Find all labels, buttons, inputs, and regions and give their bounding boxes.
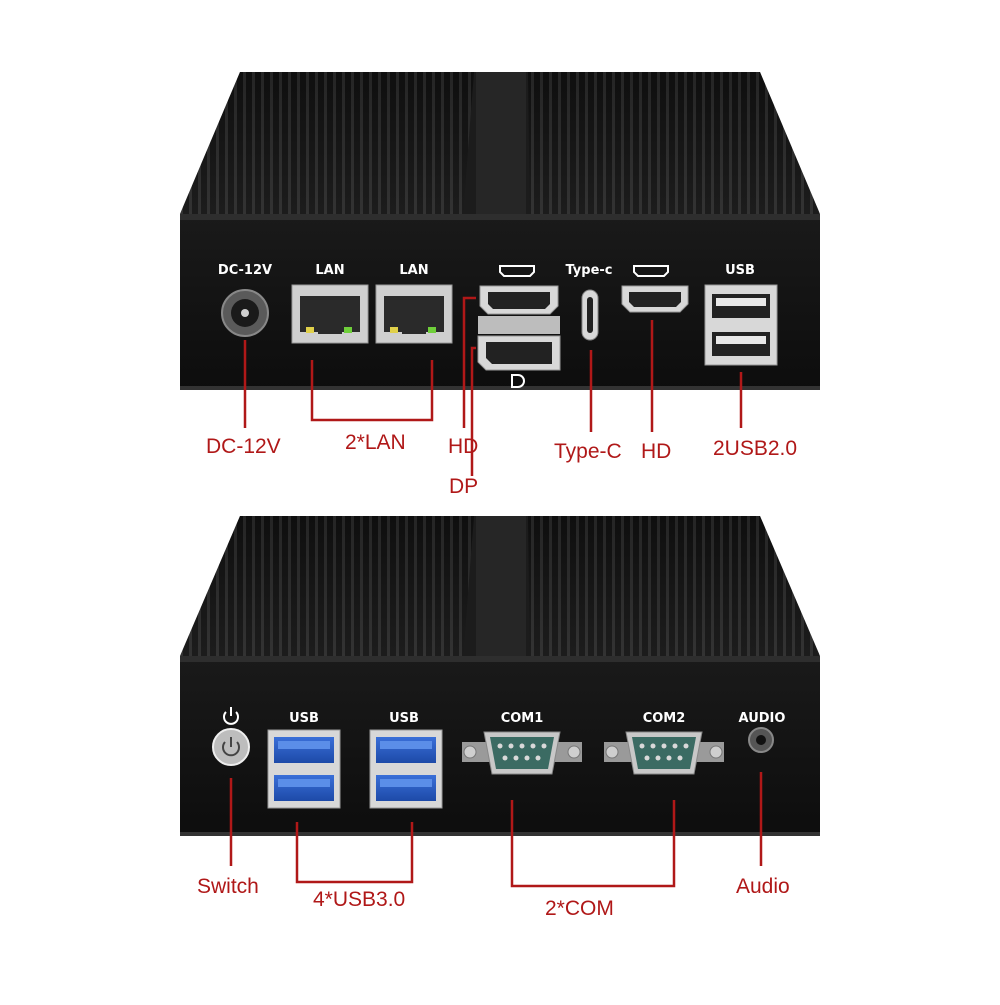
callout-2usb2: 2USB2.0 <box>713 437 798 460</box>
usb3-port-stack <box>369 729 443 809</box>
displayport-icon <box>511 374 525 388</box>
bottom-callout-lines <box>229 772 763 888</box>
callout-hd-1: HD <box>448 435 479 458</box>
hdmi-port <box>621 285 689 313</box>
power-icon <box>223 707 239 725</box>
panel-label-usb-1: USB <box>289 711 319 726</box>
dc-power-jack <box>221 289 269 337</box>
hdmi-icon <box>633 265 669 277</box>
panel-label-lan-2: LAN <box>399 263 428 278</box>
callout-2-lan: 2*LAN <box>345 431 406 454</box>
typec-port <box>581 289 599 341</box>
hdmi-port <box>479 285 559 315</box>
callout-hd-2: HD <box>641 440 672 463</box>
panel-label-typec: Type-c <box>565 263 612 278</box>
panel-label-usb-2: USB <box>389 711 419 726</box>
top-mini-pc: DC-12V LAN LAN Type-c USB <box>180 72 820 476</box>
callout-dc-12v: DC-12V <box>206 435 281 458</box>
usb3-port-stack <box>267 729 341 809</box>
displayport-port <box>477 335 561 371</box>
callout-switch: Switch <box>197 875 259 898</box>
usb2-port-stack <box>704 284 778 366</box>
audio-jack <box>748 727 774 753</box>
power-button <box>212 728 250 766</box>
com-port <box>462 731 582 775</box>
bottom-mini-pc: USB USB COM1 COM2 AUDIO <box>180 516 820 888</box>
hdmi-icon <box>499 265 535 277</box>
callout-4-usb3: 4*USB3.0 <box>313 888 406 911</box>
top-callout-lines <box>243 296 743 476</box>
lan-port <box>291 284 369 344</box>
panel-label-audio: AUDIO <box>739 711 786 726</box>
panel-label-com1: COM1 <box>501 711 544 726</box>
callout-audio: Audio <box>736 875 790 898</box>
panel-label-com2: COM2 <box>643 711 686 726</box>
com-port <box>604 731 724 775</box>
callout-2-com: 2*COM <box>545 897 614 920</box>
panel-label-usb: USB <box>725 263 755 278</box>
panel-label-lan-1: LAN <box>315 263 344 278</box>
callout-typec: Type-C <box>554 440 622 463</box>
panel-label-dc: DC-12V <box>218 263 272 278</box>
lan-port <box>375 284 453 344</box>
callout-dp: DP <box>449 475 479 498</box>
